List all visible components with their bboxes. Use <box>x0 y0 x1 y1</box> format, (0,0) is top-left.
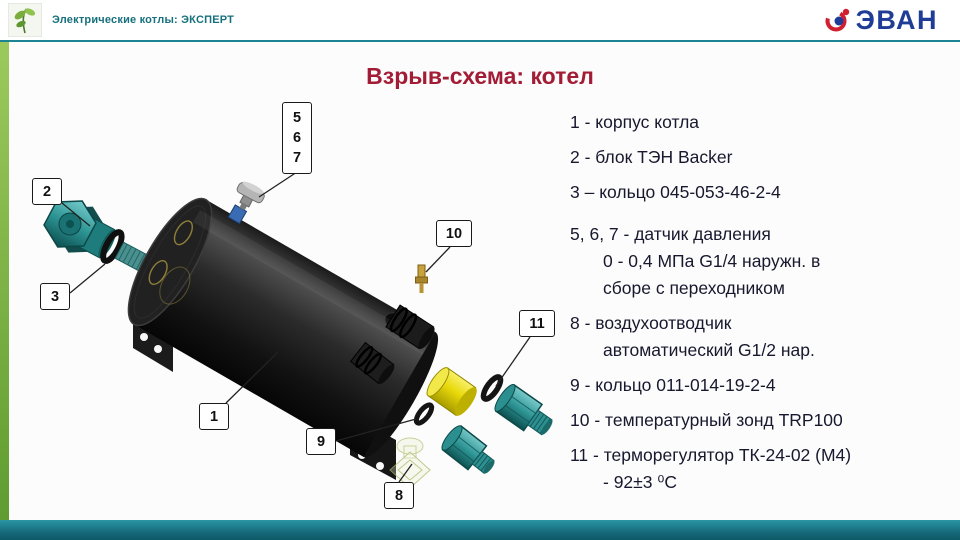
breadcrumb: Электрические котлы: ЭКСПЕРТ <box>52 14 235 26</box>
legend-item-11: 11 - терморегулятор ТК-24-02 (М4) <box>570 445 852 465</box>
callout-9-label: 9 <box>316 433 326 450</box>
cap-port-upper <box>173 220 193 246</box>
legend-item-8: 8 - воздухоотводчик <box>570 313 732 333</box>
thermostat-fitting-lower <box>441 425 495 474</box>
temperature-probe <box>415 264 428 293</box>
legend-item-8-a: автоматический G1/2 нар. <box>603 340 815 360</box>
leaf-icon <box>8 3 42 37</box>
callout-3-label: 3 <box>50 288 60 305</box>
boiler-body <box>127 197 439 458</box>
footer-bar <box>0 520 960 540</box>
callout-2: 2 <box>32 178 62 205</box>
leader-line-8 <box>398 463 413 483</box>
parts-legend: 1 - корпус котла 2 - блок ТЭН Backer 3 –… <box>570 100 960 495</box>
callout-1: 1 <box>199 403 229 430</box>
callout-2-label: 2 <box>42 183 52 200</box>
leader-line-9 <box>335 418 417 442</box>
callout-1-label: 1 <box>209 408 219 425</box>
callout-11: 11 <box>519 310 555 337</box>
outlet-pipe-upper <box>385 304 435 350</box>
slide-title: Взрыв-схема: котел <box>366 63 594 89</box>
leader-line-1 <box>225 351 279 404</box>
leader-line-3 <box>69 263 106 294</box>
evan-swirl-icon <box>825 8 849 32</box>
leader-line-567 <box>258 171 298 198</box>
o-ring-upper-outlet <box>480 374 504 402</box>
callout-3: 3 <box>40 283 70 310</box>
callout-10-label: 10 <box>445 225 463 242</box>
leader-line-2 <box>61 202 91 227</box>
o-ring-3 <box>100 229 125 264</box>
leader-lines <box>61 171 531 483</box>
brand-name: ЭВАН <box>855 4 938 35</box>
callout-11-label: 11 <box>529 315 545 332</box>
legend-item-1: 1 - корпус котла <box>570 112 700 132</box>
callout-9: 9 <box>306 428 336 455</box>
leader-line-11 <box>495 336 531 387</box>
legend-item-3: 3 – кольцо 045-053-46-2-4 <box>570 182 781 202</box>
legend-item-11-a: - 92±3 ⁰С <box>603 472 678 492</box>
leader-line-10 <box>425 246 451 273</box>
cap-port-lower <box>148 260 168 285</box>
legend-item-2: 2 - блок ТЭН Backer <box>570 147 733 167</box>
callout-8: 8 <box>384 482 414 509</box>
callout-10: 10 <box>436 220 472 247</box>
legend-item-9: 9 - кольцо 011-014-19-2-4 <box>570 375 776 395</box>
air-vent-ghost <box>389 437 431 489</box>
thermoregulator-fitting <box>494 383 553 436</box>
legend-item-5-6-7-a: 0 - 0,4 МПа G1/4 наружн. в <box>603 251 821 271</box>
left-accent-stripe <box>0 42 9 520</box>
callout-5-label: 5 <box>292 110 302 126</box>
yellow-bushing <box>426 367 477 417</box>
callout-5-6-7: 5 6 7 <box>282 102 312 174</box>
pressure-sensor-plug <box>236 181 265 211</box>
legend-item-10: 10 - температурный зонд TRP100 <box>570 410 843 430</box>
outlet-pipe-lower <box>349 341 395 385</box>
brand-logo: ЭВАН <box>823 5 938 36</box>
callout-8-label: 8 <box>394 487 404 504</box>
header-bar: Электрические котлы: ЭКСПЕРТ ЭВАН <box>0 0 960 42</box>
legend-item-5-6-7-b: сборе с переходником <box>603 278 785 298</box>
o-ring-9 <box>413 402 435 426</box>
legend-item-5-6-7: 5, 6, 7 - датчик давления <box>570 224 771 244</box>
callout-7-label: 7 <box>292 150 302 166</box>
callout-6-label: 6 <box>292 130 302 146</box>
